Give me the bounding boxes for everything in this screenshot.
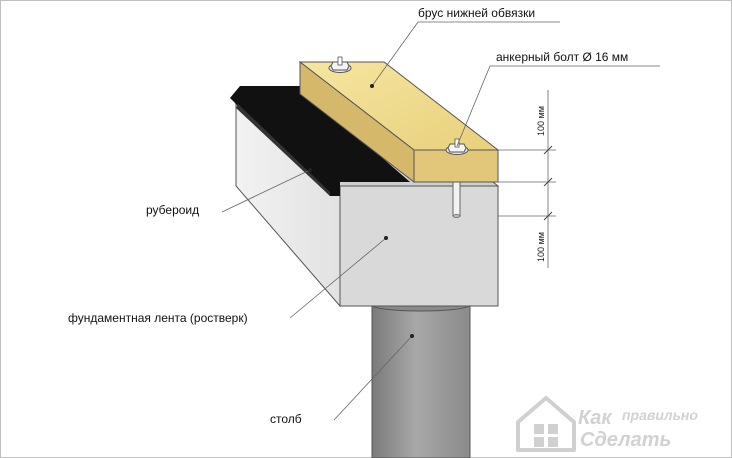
leader-lines: [221, 21, 660, 421]
watermark: Как правильно Сделать: [516, 396, 698, 452]
label-foundation-strip: фундаментная лента (ростверк): [68, 311, 248, 325]
dimension-upper: 100 мм: [536, 106, 546, 136]
label-anchor-bolt: анкерный болт Ø 16 мм: [496, 50, 628, 64]
watermark-word-kak: Как: [578, 407, 612, 429]
watermark-word-pravilno: правильно: [622, 407, 698, 423]
label-roofing: рубероид: [146, 203, 199, 217]
house-logo-icon: [516, 396, 576, 452]
pillar: [371, 298, 471, 458]
bottom-beam: [298, 60, 500, 184]
anchor-bolt-head-back: [328, 56, 352, 73]
label-pillar: столб: [270, 412, 302, 426]
leader-dots: [308, 84, 414, 338]
dimension-lines: [498, 90, 556, 268]
dimension-lower: 100 мм: [536, 232, 546, 262]
roofing-felt: [230, 86, 410, 196]
watermark-word-sdelat: Сделать: [580, 429, 671, 451]
dimension-ticks: [543, 145, 553, 221]
label-beam: брус нижней обвязки: [418, 6, 535, 20]
